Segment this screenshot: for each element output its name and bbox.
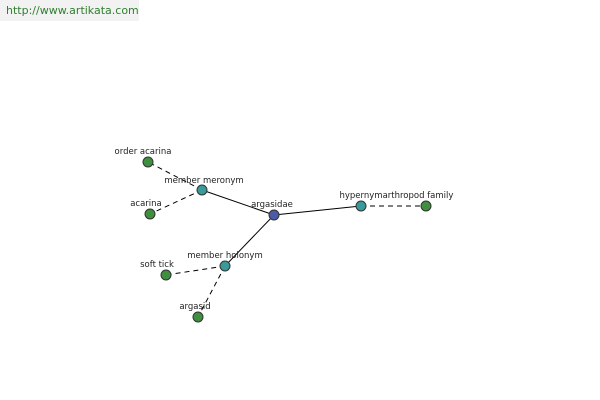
edge-center-hypernym <box>273 205 362 216</box>
label-member-holonym: member holonym <box>187 251 262 261</box>
label-arthropod-family: arthropod family <box>383 191 454 201</box>
edge-holonym-argasid <box>197 265 226 318</box>
label-center: argasidae <box>251 200 293 210</box>
label-acarina: acarina <box>130 199 162 209</box>
node-order-acarina[interactable] <box>142 156 154 168</box>
node-member-meronym[interactable] <box>196 184 208 196</box>
edge-center-holonym <box>224 214 275 267</box>
node-soft-tick[interactable] <box>160 269 172 281</box>
label-soft-tick: soft tick <box>140 260 174 270</box>
watermark-link[interactable]: http://www.artikata.com <box>0 0 139 21</box>
edge-meronym-acarina <box>149 189 203 215</box>
node-hypernym[interactable] <box>355 200 367 212</box>
edge-holonym-soft-tick <box>165 265 226 276</box>
node-argasid[interactable] <box>192 311 204 323</box>
label-hypernym: hypernym <box>339 191 382 201</box>
edge-meronym-order-acarina <box>147 161 203 191</box>
label-argasid: argasid <box>179 302 210 312</box>
node-acarina[interactable] <box>144 208 156 220</box>
node-member-holonym[interactable] <box>219 260 231 272</box>
label-order-acarina: order acarina <box>115 147 172 157</box>
label-member-meronym: member meronym <box>164 176 243 186</box>
node-arthropod-family[interactable] <box>420 200 432 212</box>
node-center[interactable] <box>268 209 280 221</box>
edge-center-meronym <box>201 189 275 216</box>
